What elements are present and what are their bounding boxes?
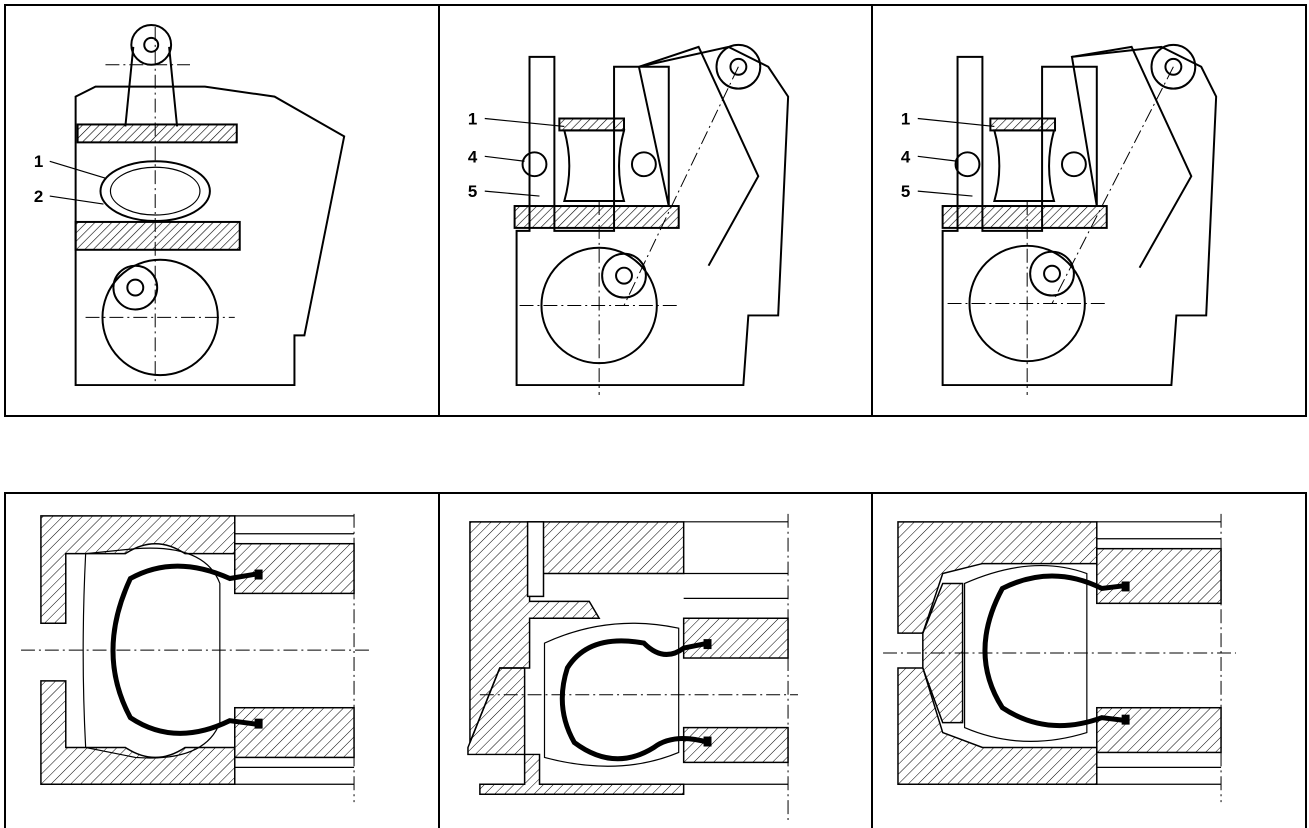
lower-plate bbox=[513, 205, 680, 229]
lower-pivot bbox=[600, 252, 647, 299]
carcass bbox=[110, 563, 261, 736]
upper-core bbox=[682, 617, 789, 659]
loader-right bbox=[1061, 151, 1088, 178]
lower-mold bbox=[40, 680, 236, 786]
tire-cavity bbox=[543, 622, 679, 767]
press-frame bbox=[941, 45, 1218, 387]
top-panel-2: 1 4 5 bbox=[440, 6, 874, 415]
lower-mold bbox=[478, 753, 685, 795]
loader-left bbox=[521, 151, 548, 178]
label-1: 1 bbox=[468, 109, 477, 128]
upper-core bbox=[234, 542, 355, 595]
mold-section-3 bbox=[883, 513, 1237, 803]
lower-plate bbox=[941, 205, 1109, 229]
upper-plate bbox=[76, 123, 238, 144]
piston bbox=[526, 521, 544, 598]
bladder bbox=[993, 129, 1056, 203]
loader-left bbox=[954, 151, 981, 178]
lower-mold bbox=[897, 667, 1098, 786]
bladder bbox=[562, 129, 625, 203]
label-5: 5 bbox=[901, 182, 910, 201]
lower-plate bbox=[74, 220, 241, 251]
upper-arm bbox=[1072, 45, 1193, 269]
upper-core bbox=[1096, 547, 1223, 605]
loader-right bbox=[630, 151, 657, 178]
upper-plate bbox=[989, 117, 1057, 132]
segment bbox=[466, 667, 526, 756]
top-panel-3: 1 4 5 bbox=[873, 6, 1305, 415]
label-2: 2 bbox=[34, 187, 43, 206]
press-frame bbox=[515, 45, 789, 387]
lower-pivot bbox=[1029, 250, 1076, 297]
label-1: 1 bbox=[34, 152, 43, 171]
lower-core bbox=[234, 706, 355, 759]
upper-pivot bbox=[715, 43, 761, 90]
bottom-panel-1 bbox=[6, 494, 440, 828]
tire-cavity bbox=[964, 564, 1088, 742]
label-4: 4 bbox=[468, 147, 478, 166]
top-panel-1: 1 2 bbox=[6, 6, 440, 415]
tire-cavity bbox=[82, 547, 221, 759]
label-4: 4 bbox=[901, 147, 911, 166]
top-row: 1 2 bbox=[4, 4, 1307, 417]
bottom-panel-2 bbox=[440, 494, 874, 828]
press-diagram-1: 1 2 bbox=[34, 24, 346, 387]
label-5: 5 bbox=[468, 182, 477, 201]
mold-section-2 bbox=[466, 513, 798, 823]
press-diagram-3: 1 4 5 bbox=[901, 43, 1218, 396]
press-frame bbox=[74, 85, 346, 387]
label-1: 1 bbox=[901, 109, 910, 128]
upper-pivot bbox=[1150, 43, 1197, 90]
bottom-row bbox=[4, 492, 1307, 828]
press-diagram-2: 1 4 5 bbox=[468, 43, 789, 396]
lower-core bbox=[1096, 706, 1223, 754]
upper-arm bbox=[638, 45, 760, 267]
lower-pivot bbox=[112, 264, 159, 311]
upper-pivot bbox=[130, 24, 173, 66]
bottom-panel-3 bbox=[873, 494, 1305, 828]
upper-plate bbox=[558, 117, 625, 132]
carcass bbox=[982, 573, 1128, 729]
lower-core bbox=[682, 726, 789, 764]
upper-mold bbox=[897, 521, 1098, 634]
carcass bbox=[559, 638, 709, 762]
upper-mold bbox=[40, 515, 236, 624]
mold-section-1 bbox=[21, 513, 369, 803]
